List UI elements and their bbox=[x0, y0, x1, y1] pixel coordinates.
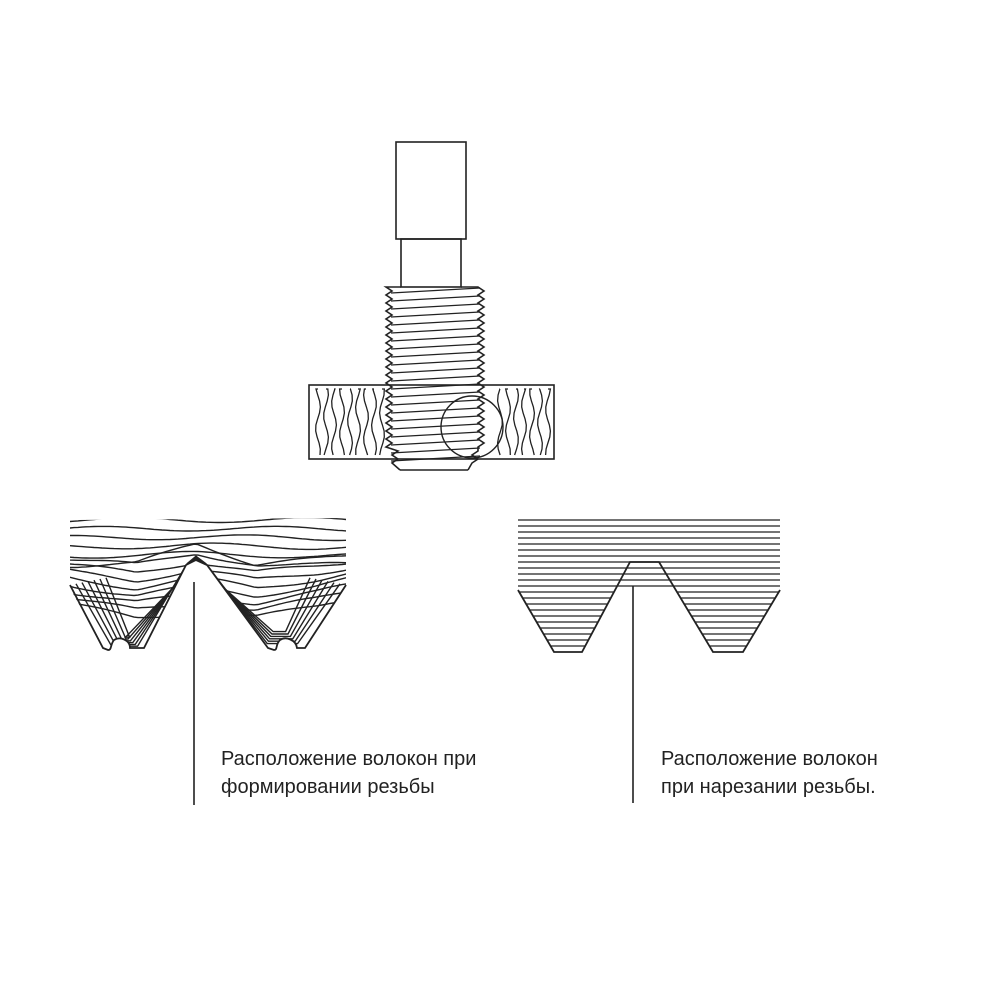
formed-thread-caption: Расположение волокон при формировании ре… bbox=[221, 745, 476, 801]
formed-thread-outline bbox=[69, 559, 347, 651]
workpiece-fiber bbox=[378, 388, 385, 456]
workpiece-fiber bbox=[315, 388, 322, 456]
tap-thread-line bbox=[390, 343, 481, 350]
tap-thread-line bbox=[390, 415, 481, 422]
workpiece-fiber bbox=[512, 388, 520, 456]
formed-fiber-line bbox=[70, 542, 346, 551]
workpiece-fiber bbox=[347, 388, 354, 456]
cut-thread-caption: Расположение волокон при нарезании резьб… bbox=[661, 745, 878, 801]
workpiece-fiber bbox=[544, 388, 552, 456]
formed-fiber-line bbox=[70, 554, 346, 567]
formed-thread-caption-line2: формировании резьбы bbox=[221, 776, 435, 798]
formed-fiber-line bbox=[70, 576, 346, 598]
tap-left-flank bbox=[383, 286, 401, 471]
tap-thread-line bbox=[390, 335, 481, 342]
formed-thread-caption-line1: Расположение волокон при bbox=[221, 748, 477, 770]
cut-thread-caption-line1: Расположение волокон bbox=[661, 748, 878, 770]
formed-fiber-line bbox=[70, 568, 346, 583]
workpiece-fiber bbox=[528, 388, 536, 456]
tap-thread-line bbox=[390, 375, 481, 382]
tap-thread-line bbox=[390, 351, 481, 358]
tap-thread-line bbox=[390, 407, 481, 414]
formed-thread-fibers bbox=[70, 518, 346, 647]
workpiece-fiber bbox=[331, 388, 338, 456]
formed-flank-fiber bbox=[105, 555, 311, 638]
tap-thread-line bbox=[390, 287, 481, 294]
tap-shank bbox=[395, 141, 467, 240]
cut-thread-profile bbox=[517, 519, 781, 803]
tap-thread-line bbox=[390, 367, 481, 374]
workpiece-fiber bbox=[323, 388, 330, 456]
tap-thread-line bbox=[390, 359, 481, 366]
tap-right-flank bbox=[461, 286, 486, 471]
workpiece-plate bbox=[308, 384, 555, 460]
workpiece-fiber bbox=[537, 388, 544, 456]
detail-circle bbox=[440, 395, 504, 459]
workpiece-fiber bbox=[520, 388, 527, 456]
cut-thread-caption-line2: при нарезании резьбы. bbox=[661, 776, 876, 798]
tap-thread-line bbox=[390, 439, 481, 446]
formed-fiber-line bbox=[70, 518, 346, 524]
tap-thread-line bbox=[390, 295, 481, 302]
workpiece-fiber bbox=[504, 388, 511, 456]
cut-thread-fibers bbox=[518, 519, 780, 647]
tap-thread-line bbox=[390, 431, 481, 438]
tap-thread-line bbox=[390, 311, 481, 318]
workpiece-fiber bbox=[496, 388, 503, 456]
tap-neck bbox=[400, 238, 462, 288]
workpiece-fiber bbox=[370, 388, 378, 456]
formed-thread-profile bbox=[69, 518, 347, 805]
workpiece-outline bbox=[308, 384, 555, 460]
formed-fiber-line bbox=[70, 550, 346, 559]
workpiece-fiber bbox=[362, 388, 369, 456]
workpiece-fiber bbox=[354, 388, 362, 455]
tap-thread-line bbox=[390, 303, 481, 310]
tap-thread-line bbox=[390, 391, 481, 398]
cut-thread-outline bbox=[517, 561, 781, 653]
formed-fiber-line bbox=[70, 534, 346, 542]
tap-thread-body bbox=[383, 286, 486, 471]
workpiece-fibers bbox=[315, 388, 552, 456]
tap-thread-line bbox=[390, 399, 481, 406]
tap-thread-line bbox=[390, 447, 481, 454]
formed-fiber-line bbox=[70, 543, 346, 569]
tap-thread-line bbox=[390, 327, 481, 334]
workpiece-fiber bbox=[338, 388, 346, 456]
tap-thread-line bbox=[390, 319, 481, 326]
tap-thread-line bbox=[390, 423, 481, 430]
formed-fiber-line bbox=[70, 525, 346, 532]
tap-tool bbox=[383, 141, 486, 471]
